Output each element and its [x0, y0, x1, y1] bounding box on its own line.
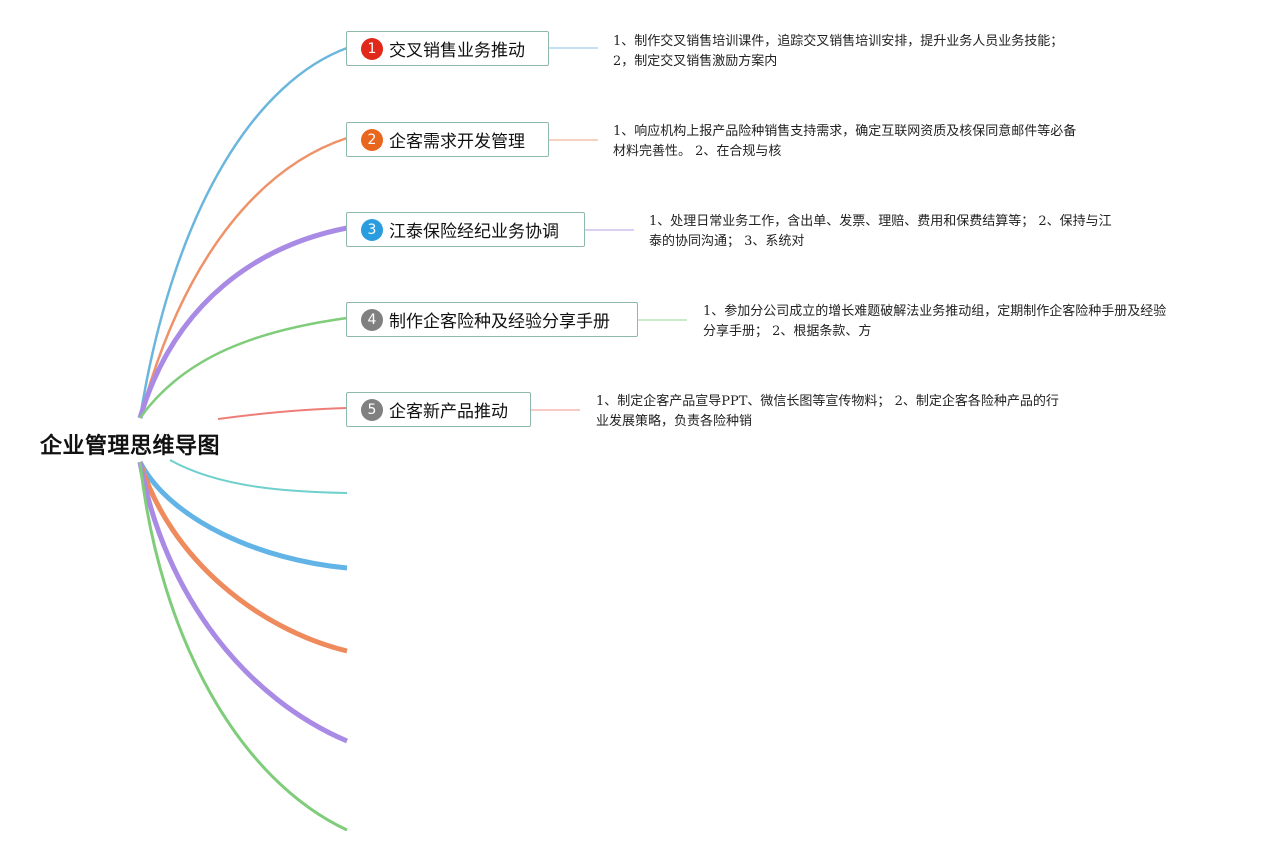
branch-line-5: [217, 407, 348, 420]
empty-branch-line-1: [169, 459, 348, 494]
desc-line: 泰的协同沟通； 3、系统对: [649, 234, 805, 249]
number-badge-1: 1: [361, 37, 383, 60]
topic-node-1[interactable]: 1 交叉销售业务推动: [346, 31, 549, 66]
topic-label-2: 企客需求开发管理: [389, 132, 525, 152]
root-topic[interactable]: 企业管理思维导图: [40, 434, 221, 459]
branch-line-1: [138, 46, 348, 419]
number-badge-5: 5: [361, 398, 383, 421]
topic-desc-3: 1、处理日常业务工作，含出单、发票、理赔、费用和保费结算等； 2、保持与江 泰的…: [649, 212, 1112, 252]
desc-line: 1、制定企客产品宣导PPT、微信长图等宣传物料； 2、制定企客各险种产品的行: [596, 394, 1059, 409]
desc-line: 分享手册； 2、根据条款、方: [703, 324, 872, 339]
branch-line-2: [138, 136, 348, 419]
branch-line-4: [138, 316, 348, 419]
topic-label-3: 江泰保险经纪业务协调: [389, 222, 559, 242]
empty-branch-line-3: [137, 461, 348, 654]
branch-line-3: [137, 225, 348, 419]
topic-desc-1: 1、制作交叉销售培训课件，追踪交叉销售培训安排，提升业务人员业务技能； 2，制定…: [613, 32, 1063, 72]
number-badge-4: 4: [361, 308, 383, 331]
topic-node-4[interactable]: 4 制作企客险种及经验分享手册: [346, 302, 638, 337]
desc-line: 2，制定交叉销售激励方案内: [613, 54, 778, 69]
desc-line: 业发展策略，负责各险种销: [596, 414, 753, 429]
topic-desc-5: 1、制定企客产品宣导PPT、微信长图等宣传物料； 2、制定企客各险种产品的行 业…: [596, 392, 1059, 432]
topic-desc-2: 1、响应机构上报产品险种销售支持需求，确定互联网资质及核保同意邮件等必备 材料完…: [613, 122, 1076, 162]
empty-branch-line-2: [137, 460, 348, 571]
topic-label-4: 制作企客险种及经验分享手册: [389, 312, 610, 332]
number-badge-3: 3: [361, 218, 383, 241]
desc-line: 1、响应机构上报产品险种销售支持需求，确定互联网资质及核保同意邮件等必备: [613, 124, 1077, 139]
topic-label-5: 企客新产品推动: [389, 402, 508, 422]
topic-node-5[interactable]: 5 企客新产品推动: [346, 392, 531, 427]
desc-line: 材料完善性。 2、在合规与核: [613, 144, 782, 159]
number-badge-2: 2: [361, 128, 383, 151]
topic-label-1: 交叉销售业务推动: [389, 41, 525, 61]
empty-branch-line-5: [138, 461, 348, 832]
topic-desc-4: 1、参加分公司成立的增长难题破解法业务推动组，定期制作企客险种手册及经验 分享手…: [703, 302, 1166, 342]
desc-line: 1、制作交叉销售培训课件，追踪交叉销售培训安排，提升业务人员业务技能；: [613, 34, 1064, 49]
empty-branch-line-4: [137, 461, 348, 744]
topic-node-2[interactable]: 2 企客需求开发管理: [346, 122, 549, 157]
desc-line: 1、处理日常业务工作，含出单、发票、理赔、费用和保费结算等； 2、保持与江: [649, 214, 1112, 229]
desc-line: 1、参加分公司成立的增长难题破解法业务推动组，定期制作企客险种手册及经验: [703, 304, 1167, 319]
topic-node-3[interactable]: 3 江泰保险经纪业务协调: [346, 212, 585, 247]
